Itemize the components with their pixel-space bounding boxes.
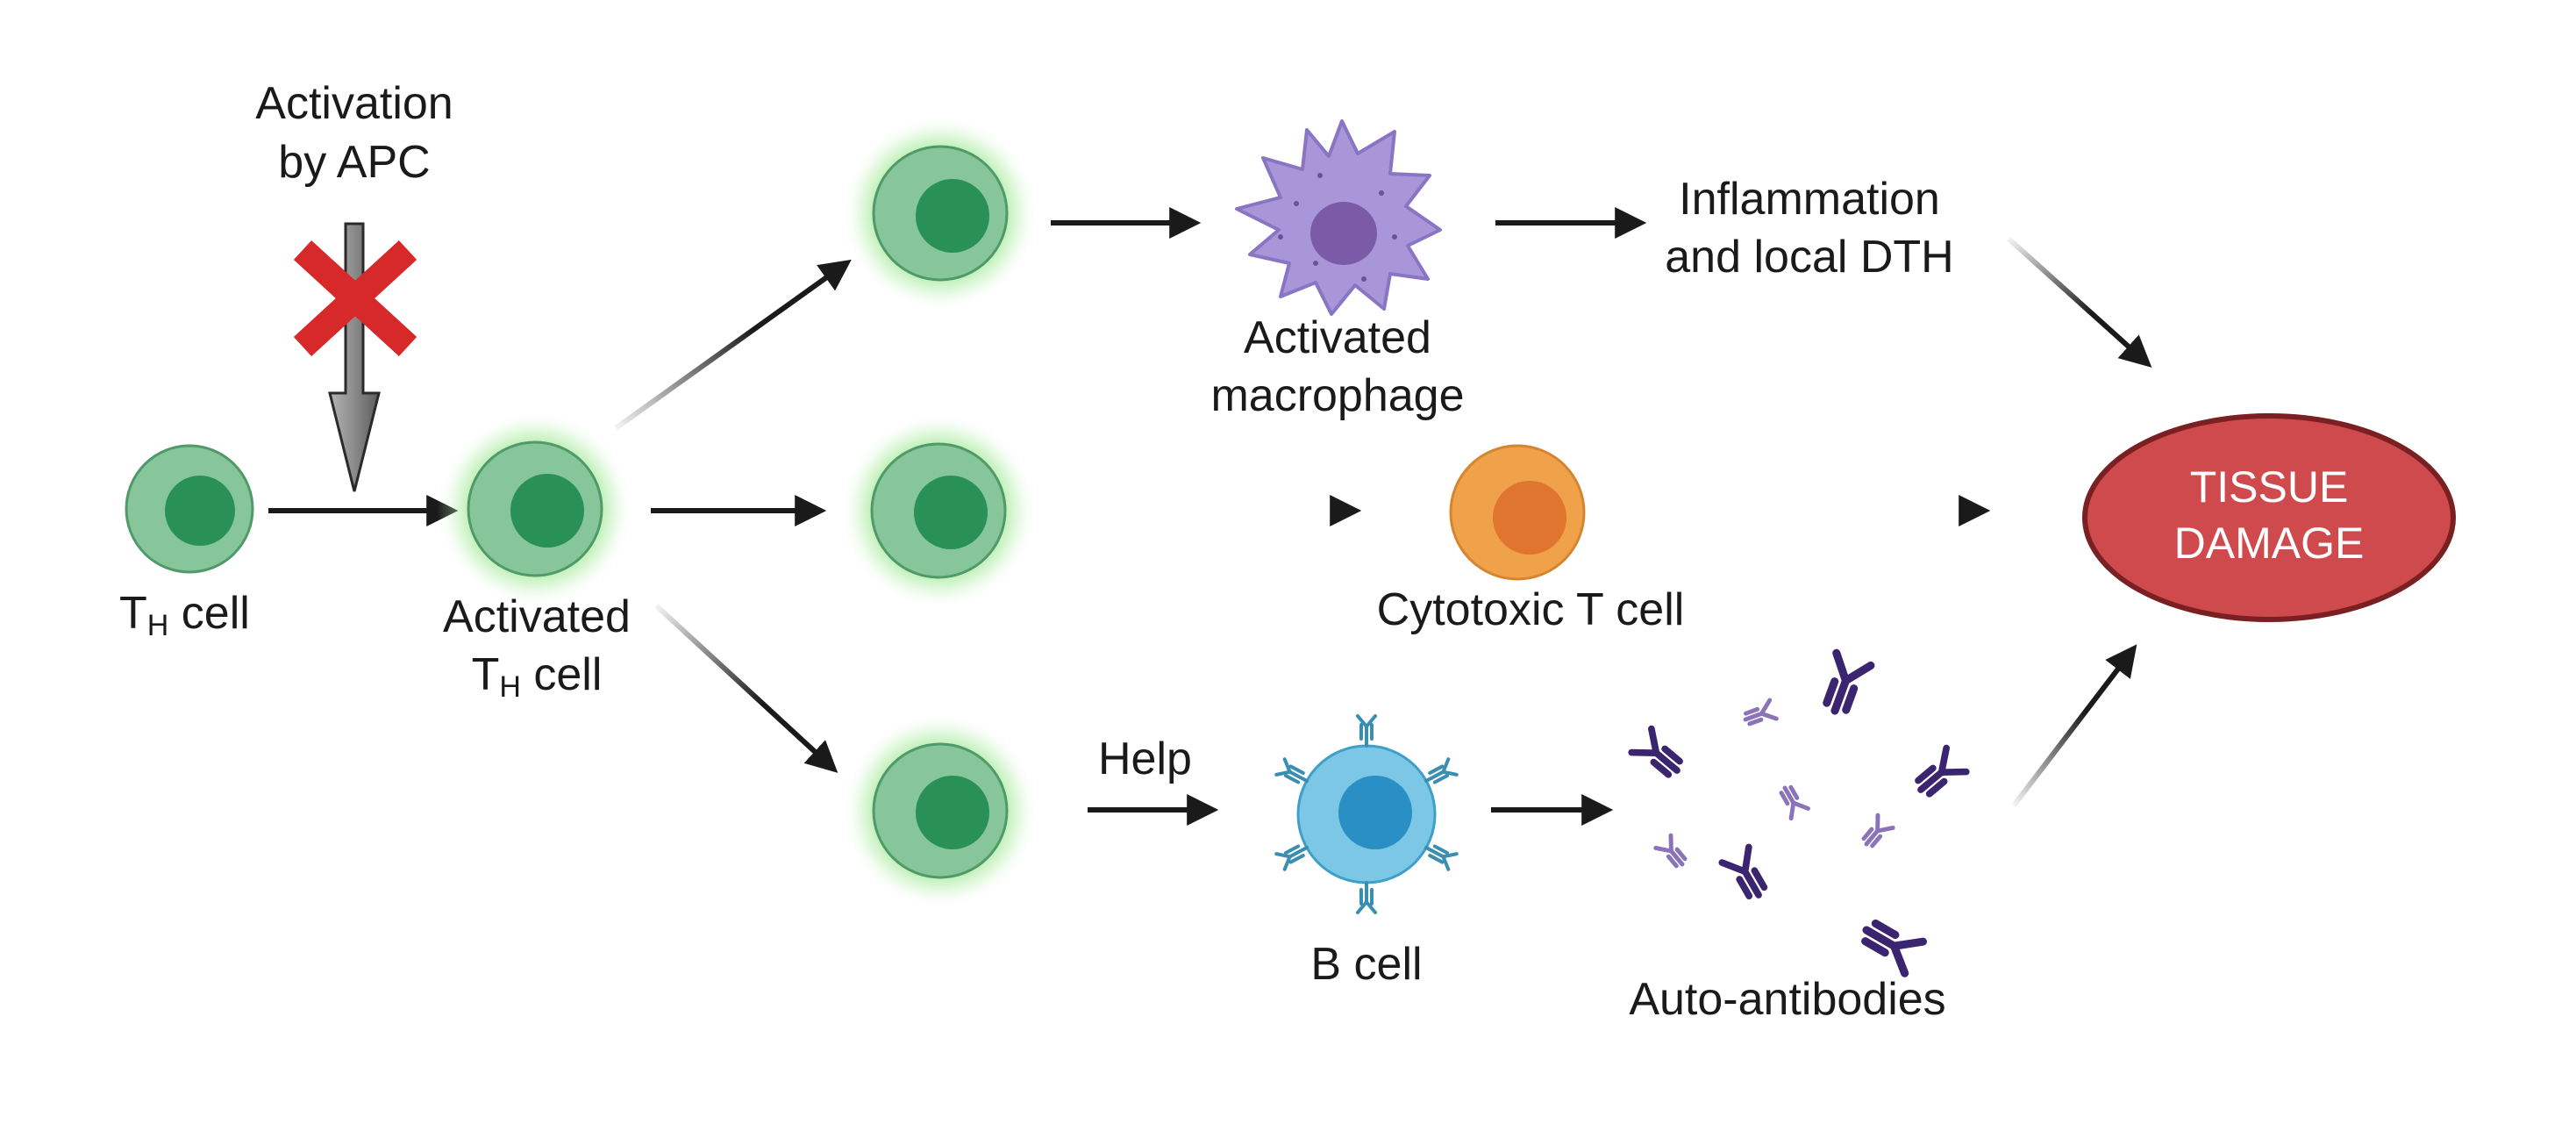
activated-macrophage <box>1235 119 1442 316</box>
arrow-antibodies-to-tissue <box>2011 644 2137 807</box>
tissue-damage-label-line2: DAMAGE <box>2174 519 2365 568</box>
activation-label-line1: Activation <box>255 78 453 129</box>
b-cell <box>1276 714 1456 914</box>
blocked-cross-icon <box>293 240 417 357</box>
activation-label-line2: by APC <box>278 137 430 188</box>
activated-th-cell-middle <box>840 412 1037 609</box>
th-cell <box>125 444 254 574</box>
th-cell-label: TH cell <box>119 588 250 642</box>
inflammation-label-line2: and local DTH <box>1665 232 1953 283</box>
b-cell-label: B cell <box>1310 939 1422 990</box>
apc-activation-arrow <box>328 222 381 492</box>
inflammation-label-line1: Inflammation <box>1679 174 1940 225</box>
antibody-icon <box>1631 653 1966 973</box>
arrow-to-bottom-cell <box>653 603 838 773</box>
cytotoxic-t-cell <box>1449 444 1586 581</box>
activated-th-cell <box>437 411 633 607</box>
activated-th-label-line2: TH cell <box>472 649 603 704</box>
arrow-to-top-cell <box>614 259 852 431</box>
arrow-inflammation-to-tissue <box>2006 236 2152 368</box>
tissue-damage <box>2082 413 2456 622</box>
macrophage-label-line2: macrophage <box>1210 370 1464 421</box>
tissue-damage-label-line1: TISSUE <box>2190 462 2349 512</box>
auto-antibodies-label: Auto-antibodies <box>1629 974 1945 1025</box>
macrophage-label-line1: Activated <box>1244 312 1431 363</box>
activated-th-cell-bottom <box>842 712 1038 909</box>
cytotoxic-label: Cytotoxic T cell <box>1377 584 1685 635</box>
activated-th-label-line1: Activated <box>443 591 631 642</box>
help-label: Help <box>1098 734 1192 784</box>
activated-th-cell-top <box>842 115 1038 311</box>
